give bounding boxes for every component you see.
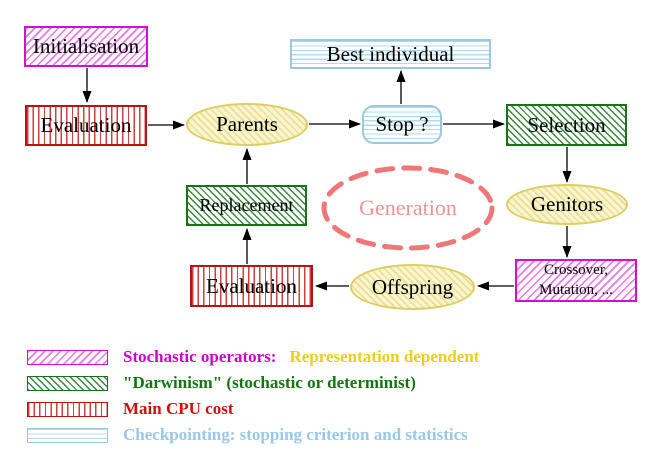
node-stop-test: Stop ? — [362, 105, 442, 144]
legend-swatch-red-stripes — [27, 401, 108, 417]
legend-row-stochastic-operators: Stochastic operators: Representation depe… — [27, 347, 479, 367]
node-best-individual: Best individual — [290, 39, 491, 69]
legend-text-main-cpu-cost: Main CPU cost — [123, 399, 234, 418]
node-initialisation: Initialisation — [24, 26, 148, 67]
node-parents: Parents — [186, 103, 308, 146]
legend-row-main-cpu-cost: Main CPU cost — [27, 399, 233, 419]
legend-text-stochastic-operators: Stochastic operators: — [123, 347, 277, 366]
legend-swatch-cyan-stripes — [27, 427, 108, 443]
node-replacement: Replacement — [186, 185, 307, 226]
node-evaluation-bottom: Evaluation — [190, 265, 313, 307]
legend-text-darwinism: "Darwinism" (stochastic or determinist) — [123, 373, 416, 392]
legend-swatch-magenta-hatch — [27, 349, 108, 365]
node-crossover-mutation: Crossover, Mutation, ... — [515, 259, 637, 302]
node-evaluation-top: Evaluation — [25, 105, 147, 146]
legend-text-checkpointing: Checkpointing: stopping criterion and st… — [123, 425, 468, 444]
node-selection: Selection — [506, 104, 627, 146]
crossover-line2: Mutation, ... — [539, 281, 613, 298]
legend-swatch-green-hatch — [27, 375, 108, 391]
node-genitors: Genitors — [506, 184, 628, 225]
crossover-line1: Crossover, — [544, 262, 608, 278]
legend-text-representation-dependent: Representation dependent — [289, 347, 480, 366]
generation-label: Generation — [359, 195, 457, 220]
legend-row-darwinism: "Darwinism" (stochastic or determinist) — [27, 373, 416, 393]
legend-row-checkpointing: Checkpointing: stopping criterion and st… — [27, 425, 468, 445]
node-offspring: Offspring — [350, 264, 475, 310]
